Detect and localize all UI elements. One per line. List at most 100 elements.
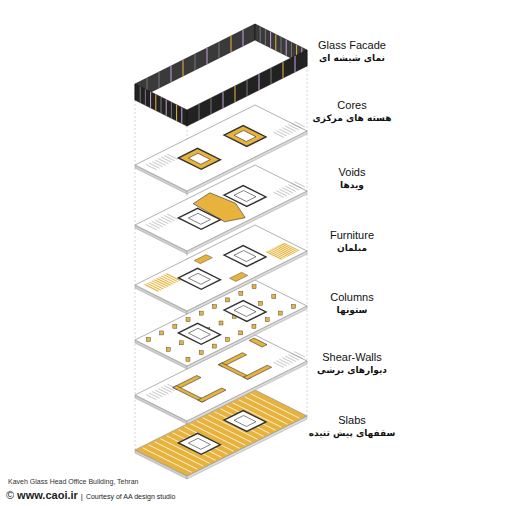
core: [178, 148, 220, 169]
desk-row: [276, 131, 286, 136]
mullion: [176, 105, 177, 121]
mullion: [283, 62, 284, 78]
desk-row: [294, 122, 304, 127]
slab-edge: [187, 191, 307, 254]
column: [252, 285, 256, 289]
mullion: [291, 42, 292, 58]
tendon-line: [143, 448, 192, 472]
desk-row: [285, 186, 295, 191]
shear-wall: [243, 365, 271, 379]
core-inner: [188, 273, 210, 284]
mullion: [145, 89, 146, 105]
mullion: [235, 86, 236, 102]
column: [186, 318, 190, 322]
desk-row: [279, 359, 289, 364]
desk-row: [294, 352, 304, 357]
core: [224, 411, 266, 432]
column: [173, 324, 177, 328]
column: [278, 311, 282, 315]
core: [178, 323, 220, 344]
desk-row: [146, 165, 156, 170]
desk-row: [146, 395, 156, 400]
core-inner: [188, 213, 210, 224]
column: [186, 357, 190, 361]
desk-row: [294, 182, 304, 187]
mullion: [150, 92, 151, 108]
credit-text: Courtesy of AA design studio: [86, 493, 176, 500]
mullion: [207, 48, 208, 64]
column: [252, 324, 256, 328]
core: [224, 186, 266, 207]
desk-row: [167, 154, 177, 159]
glass-panel: [135, 84, 187, 126]
layer-label: ستونها: [337, 304, 368, 316]
core-inner: [234, 191, 256, 202]
core: [178, 433, 220, 454]
mullion: [183, 60, 184, 76]
column: [219, 321, 223, 325]
credit-text: www.caoi.ir: [17, 489, 78, 501]
mullion: [223, 92, 224, 108]
core: [224, 301, 266, 322]
desk-row: [273, 132, 283, 137]
mullion: [247, 80, 248, 96]
column: [226, 298, 230, 302]
furniture: [283, 243, 300, 251]
column: [160, 331, 164, 335]
desk-row: [276, 191, 286, 196]
mullion: [199, 104, 200, 120]
desk-row: [164, 386, 174, 391]
desk-row: [155, 160, 165, 165]
layer-label: Voids: [339, 166, 366, 179]
layer-label: نمای شیشه ای: [319, 52, 385, 64]
shear-wall: [198, 388, 226, 402]
layer-label: هسته های مرکزی: [313, 112, 392, 124]
desk-row: [149, 223, 159, 228]
mullion: [259, 74, 260, 90]
mullion: [243, 30, 244, 46]
desk-row: [167, 214, 177, 219]
desk-row: [152, 162, 162, 167]
column: [166, 347, 170, 351]
shear-wall: [249, 338, 267, 347]
desk-row: [152, 222, 162, 227]
core: [178, 268, 220, 289]
desk-row: [164, 216, 174, 221]
desk-row: [149, 393, 159, 398]
desk-row: [282, 188, 292, 193]
mullion: [275, 34, 276, 50]
layer-label: Columns: [330, 291, 373, 304]
layer-label: Glass Facade: [318, 39, 386, 52]
mullion: [155, 94, 156, 110]
mullion: [159, 72, 160, 88]
desk-row: [164, 156, 174, 161]
core-inner: [188, 328, 210, 339]
core-inner: [234, 306, 256, 317]
core-inner: [234, 416, 256, 427]
desk-row: [291, 123, 301, 128]
mullion: [166, 100, 167, 116]
mullion: [260, 27, 261, 43]
credit-text: |: [81, 492, 83, 501]
desk-row: [279, 129, 289, 134]
core-inner: [234, 251, 256, 262]
desk-row: [158, 389, 168, 394]
desk-row: [288, 185, 298, 190]
desk-row: [146, 225, 156, 230]
mullion: [270, 32, 271, 48]
core: [224, 126, 266, 147]
column: [226, 337, 230, 341]
desk-row: [158, 159, 168, 164]
core-inner: [188, 153, 210, 164]
furniture: [281, 244, 298, 252]
desk-row: [276, 361, 286, 366]
credit-row: ©www.caoi.ir|Courtesy of AA design studi…: [6, 489, 175, 501]
layer-label: Shear-Walls: [322, 351, 382, 364]
layer-label: Furniture: [330, 229, 374, 242]
glass-panel: [187, 50, 307, 126]
core-inner: [188, 438, 210, 449]
desk-row: [161, 157, 171, 162]
layer-label: ویدها: [340, 179, 364, 191]
layer-label: دیوارهای برشی: [317, 364, 387, 376]
floor-plate: [135, 105, 307, 191]
